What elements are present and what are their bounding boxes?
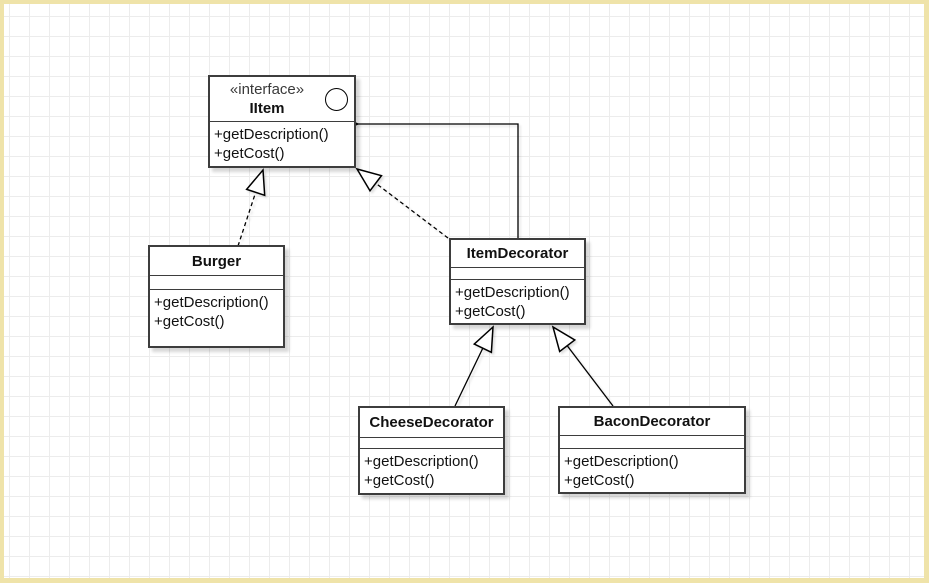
- method-line: +getCost(): [214, 145, 285, 162]
- class-name: BaconDecorator: [560, 408, 744, 436]
- method-line: +getCost(): [364, 472, 435, 489]
- stereotype-label: «interface»: [229, 81, 305, 98]
- edge-generalization-cheesedecorator-to-itemdecorator: [454, 325, 494, 407]
- class-box-bacondecorator: BaconDecorator +getDescription() +getCos…: [558, 406, 746, 494]
- class-name: Burger: [150, 247, 283, 276]
- class-box-cheesedecorator: CheeseDecorator +getDescription() +getCo…: [358, 406, 505, 495]
- methods-section: +getDescription() +getCost(): [150, 290, 283, 346]
- edge-association-itemdecorator-to-iitem: [344, 117, 519, 238]
- diagram-stage: «interface» IItem +getDescription() +get…: [4, 4, 924, 578]
- methods-section: +getDescription() +getCost(): [360, 449, 503, 493]
- method-line: +getDescription(): [455, 284, 570, 301]
- method-line: +getCost(): [564, 472, 635, 489]
- method-line: +getDescription(): [154, 294, 269, 311]
- method-line: +getDescription(): [564, 453, 679, 470]
- class-box-burger: Burger +getDescription() +getCost(): [148, 245, 285, 348]
- methods-section: +getDescription() +getCost(): [560, 449, 744, 492]
- edge-realization-itemdecorator-to-iitem: [355, 167, 449, 239]
- edge-realization-burger-to-iitem: [237, 168, 266, 247]
- fields-section: [560, 436, 744, 449]
- uml-edges-layer: [237, 117, 614, 407]
- method-line: +getDescription(): [214, 126, 329, 143]
- methods-section: +getDescription() +getCost(): [210, 122, 354, 166]
- fields-section: [360, 438, 503, 449]
- interface-circle-icon: [325, 88, 348, 111]
- fields-section: [451, 268, 584, 280]
- class-header-iitem: «interface» IItem: [210, 77, 354, 122]
- class-box-iitem: «interface» IItem +getDescription() +get…: [208, 75, 356, 168]
- diagram-grid: «interface» IItem +getDescription() +get…: [4, 4, 924, 578]
- class-box-itemdecorator: ItemDecorator +getDescription() +getCost…: [449, 238, 586, 325]
- fields-section: [150, 276, 283, 290]
- method-line: +getCost(): [455, 303, 526, 320]
- edge-generalization-bacondecorator-to-itemdecorator: [551, 325, 614, 407]
- methods-section: +getDescription() +getCost(): [451, 280, 584, 323]
- class-name: CheeseDecorator: [360, 408, 503, 438]
- method-line: +getCost(): [154, 313, 225, 330]
- method-line: +getDescription(): [364, 453, 479, 470]
- class-name: ItemDecorator: [451, 240, 584, 268]
- class-name: IItem: [249, 100, 285, 117]
